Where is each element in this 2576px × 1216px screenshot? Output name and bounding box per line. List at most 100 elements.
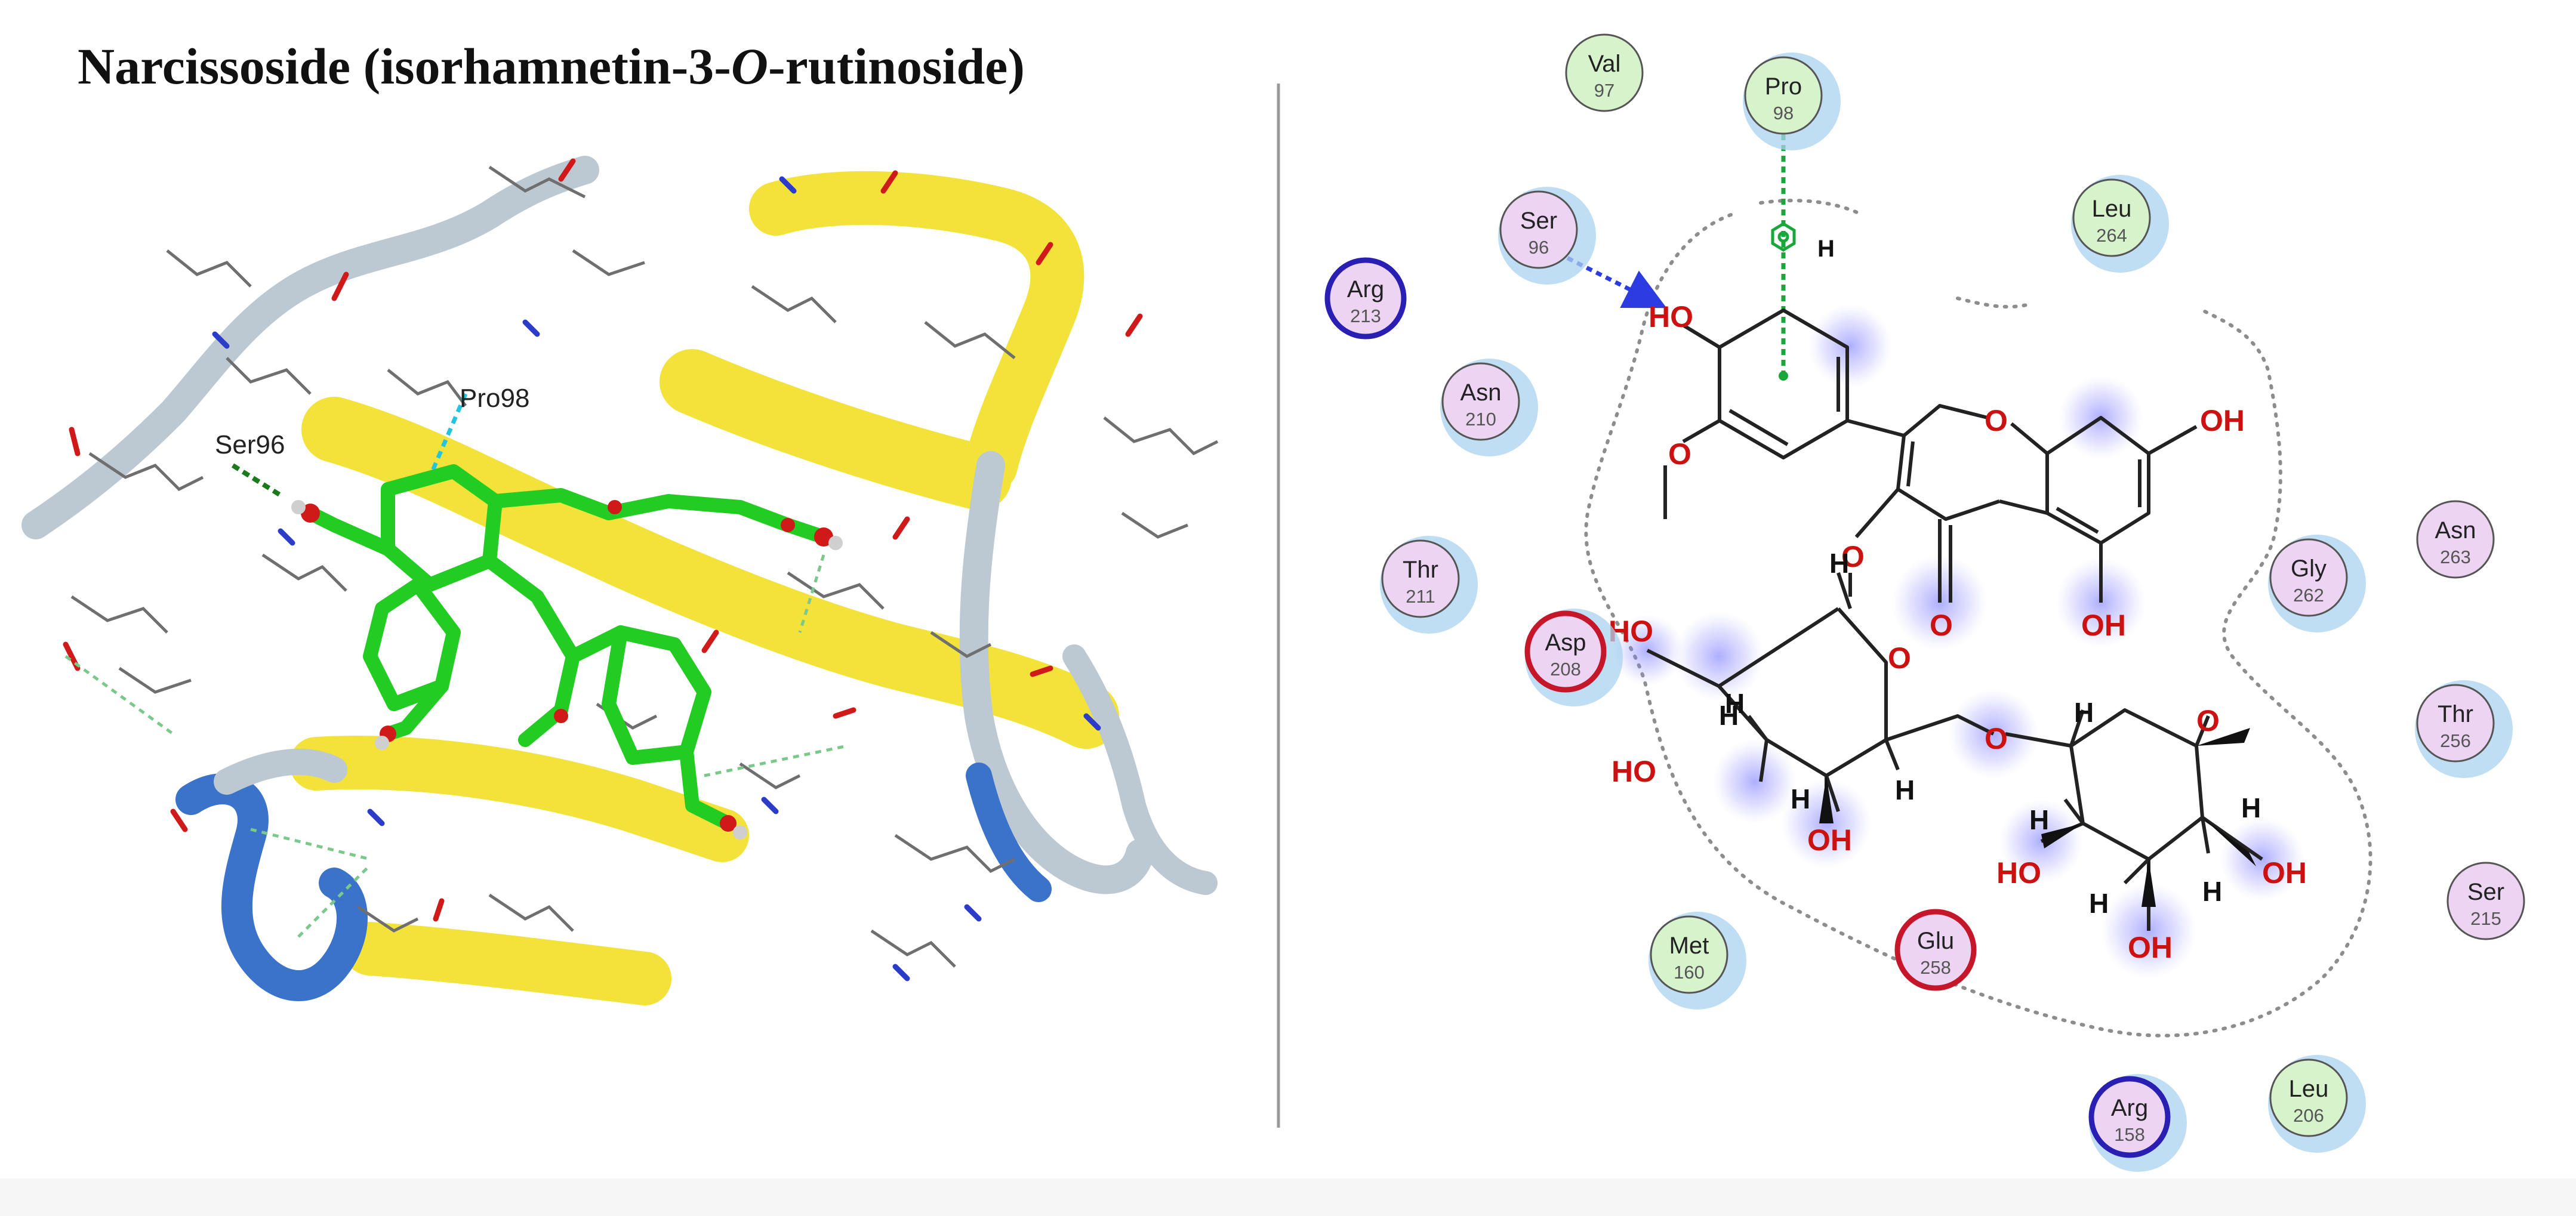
residue-ser-96: Ser96 [1498, 187, 1596, 285]
residue-number: 213 [1350, 305, 1381, 326]
pi-centroid-dot [1779, 371, 1788, 381]
residue-name: Arg [2111, 1095, 2148, 1121]
residue-number: 215 [2470, 908, 2501, 929]
side-chains [70, 165, 1219, 968]
residue-number: 210 [1465, 409, 1496, 430]
residue-number: 96 [1529, 237, 1549, 258]
residue-pro-98: Pro 98 [1743, 53, 1841, 150]
loop-right-2 [1062, 644, 1218, 895]
title-prefix: Narcissoside (isorhamnetin-3- [78, 38, 731, 95]
residue-name: Asp [1545, 629, 1586, 656]
protein-3d-panel: Pro98 Ser96 [21, 156, 1219, 1005]
ligand-oxygens [301, 500, 833, 832]
atom-oh-rha4: OH [2262, 856, 2307, 890]
atom-h-3a: H [1719, 700, 1739, 731]
atom-h-5: H [1895, 774, 1915, 805]
residue-val-97: Val 97 [1565, 33, 1644, 112]
residue-name: Val [1588, 51, 1621, 77]
pi-symbol-icon [1771, 222, 1796, 252]
residue-name: Leu [2092, 196, 2132, 222]
atom-oh-7: OH [2200, 404, 2245, 437]
atom-oh-rha3: OH [2128, 931, 2173, 964]
residue-number: 264 [2096, 225, 2127, 246]
residue-disc [2269, 1058, 2348, 1137]
residue-number: 206 [2293, 1105, 2324, 1126]
atom-o-rha-ring: O [2196, 704, 2220, 737]
exposure-glow [1713, 740, 1797, 823]
atom-o-glc-ring: O [1888, 641, 1911, 675]
atom-o-ring: O [1985, 404, 2008, 437]
atom-h-rha2: H [2029, 804, 2049, 835]
atom-h-4: H [1791, 783, 1810, 814]
residue-disc [2446, 862, 2525, 940]
residue-name: Ser [2467, 879, 2504, 905]
pi-contact-3d [427, 393, 468, 479]
residue-name: Glu [1917, 928, 1954, 954]
residue-name: Met [1669, 933, 1709, 959]
residue-name: Leu [2289, 1076, 2329, 1102]
residue-name: Asn [2435, 517, 2476, 544]
residue-disc [2088, 1076, 2171, 1158]
residue-disc [1744, 56, 1823, 135]
strand-top-left [21, 156, 599, 539]
exposure-glow [1808, 304, 1892, 388]
residue-name: Pro [1765, 73, 1802, 100]
atom-h-rha1: H [2074, 697, 2094, 728]
atom-o-link: O [1985, 722, 2008, 755]
helix-upper [660, 349, 1012, 510]
helix-lower [289, 736, 749, 862]
residue-number: 263 [2440, 547, 2471, 567]
loop-bottom-left-blue [175, 773, 368, 1001]
interaction-2d-panel: HO O O OH OH O O O HO HO OH O O HO OH OH… [1324, 33, 2525, 1172]
residue-disc [1894, 909, 1977, 991]
residue-number: 258 [1920, 957, 1951, 978]
oxygen-stubs [63, 158, 1143, 922]
residue-leu-206: Leu 206 [2268, 1055, 2366, 1153]
residue-leu-264: Leu 264 [2071, 175, 2169, 273]
residue-disc [1650, 915, 1728, 994]
atom-h-rha3: H [2089, 888, 2109, 919]
atom-h-pi: H [1817, 236, 1835, 262]
exposure-glow [1674, 612, 1764, 701]
atom-oh-glc4: OH [1807, 823, 1852, 857]
helix-right-loop [749, 171, 1084, 492]
residue-met-160: Met 160 [1648, 912, 1746, 1010]
loop-right-blue [966, 763, 1052, 902]
bottom-band [0, 1178, 2576, 1216]
label-ser96: Ser96 [215, 430, 285, 459]
helix-bottom [343, 922, 671, 1005]
ser-contact-3d [231, 463, 282, 498]
residue-number: 256 [2440, 730, 2471, 751]
residue-ser-215: Ser 215 [2446, 862, 2525, 940]
pocket-contour-gap [1956, 297, 2031, 309]
residue-disc [1499, 190, 1578, 269]
atom-ho-b: HO [1648, 300, 1693, 334]
residue-number: 211 [1406, 586, 1435, 607]
residue-name: Arg [1347, 276, 1384, 303]
residue-number: 160 [1674, 962, 1705, 983]
figure-title: Narcissoside (isorhamnetin-3-O-rutinosid… [78, 38, 1025, 95]
loop-right [959, 451, 1154, 894]
title-suffix: -rutinoside) [768, 38, 1025, 95]
residue-name: Thr [2438, 701, 2473, 727]
residue-number: 98 [1773, 103, 1794, 124]
protein-hbonds [64, 554, 848, 938]
ligand-2d-wedges [1819, 728, 2256, 907]
atom-h-rha4: H [2202, 876, 2222, 907]
atom-ho-glc3: HO [1611, 755, 1656, 788]
residue-number: 97 [1594, 80, 1614, 101]
residue-disc [2072, 178, 2151, 257]
residue-disc [2416, 684, 2495, 763]
residue-asn-263: Asn 263 [2416, 500, 2495, 579]
nitrogen-stubs [212, 176, 1101, 982]
residue-disc [2416, 500, 2495, 579]
